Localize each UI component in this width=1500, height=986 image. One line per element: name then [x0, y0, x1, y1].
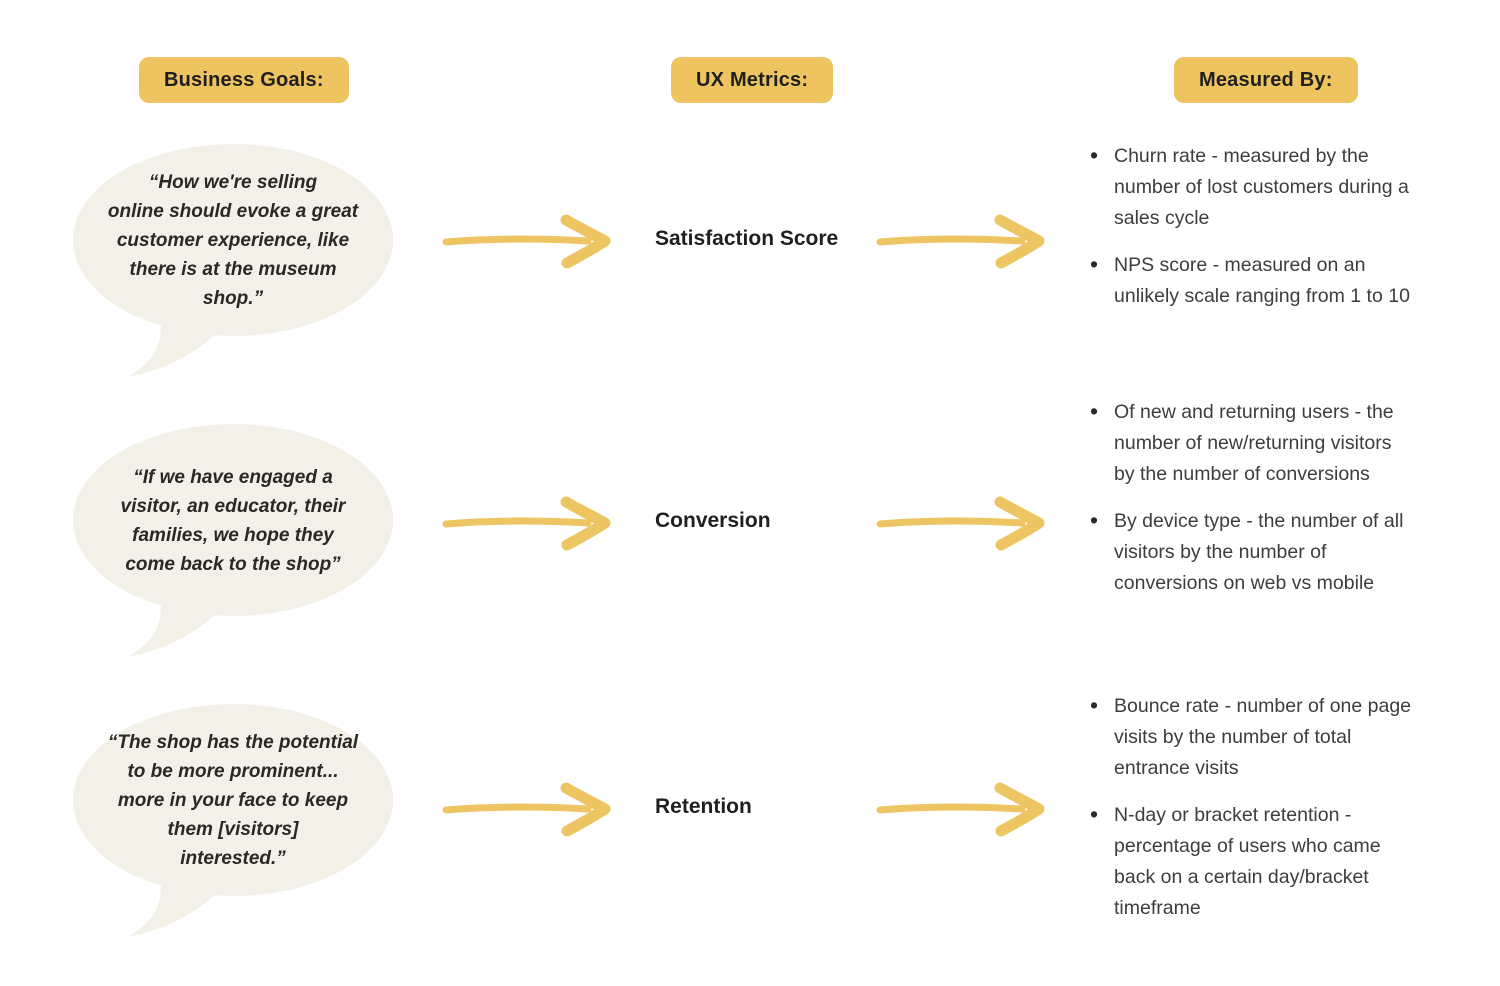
quote-line: come back to the shop”	[125, 553, 341, 575]
speech-bubble-icon	[73, 144, 393, 377]
speech-bubble-retention: “The shop has the potential to be more p…	[70, 703, 396, 943]
arrow-right-icon	[876, 496, 1045, 551]
measure-text: N-day or bracket retention - percentage …	[1114, 804, 1381, 919]
measured-by-list-retention: Bounce rate - number of one page visits …	[1088, 690, 1414, 940]
measure-text: NPS score - measured on an unlikely scal…	[1114, 254, 1410, 307]
metric-label-conversion: Conversion	[655, 509, 771, 532]
measure-text: By device type - the number of all visit…	[1114, 510, 1404, 594]
business-goal-quote: “The shop has the potential to be more p…	[92, 703, 374, 898]
measure-text: Churn rate - measured by the number of l…	[1114, 145, 1409, 229]
quote-line: customer experience, like	[116, 230, 350, 251]
quote-line: there is at the museum	[129, 259, 337, 280]
measure-item: N-day or bracket retention - percentage …	[1088, 799, 1414, 924]
business-goal-quote: “How we're selling online should evoke a…	[92, 143, 374, 338]
speech-bubble-icon	[73, 424, 393, 657]
quote-line: “The shop has the potential	[107, 732, 359, 753]
measured-by-list-satisfaction: Churn rate - measured by the number of l…	[1088, 140, 1414, 328]
column-header-measured-by: Measured By:	[1174, 57, 1358, 103]
metric-label-satisfaction-score: Satisfaction Score	[655, 227, 839, 250]
speech-bubble-satisfaction: “How we're selling online should evoke a…	[70, 143, 396, 383]
speech-bubble-conversion: “If we have engaged a visitor, an educat…	[70, 423, 396, 663]
quote-line: “How we're selling	[148, 172, 318, 193]
quote-line: shop.”	[202, 288, 264, 309]
measure-item: By device type - the number of all visit…	[1088, 505, 1414, 599]
metric-label-retention: Retention	[655, 795, 752, 818]
quote-line: online should evoke a great	[107, 201, 359, 222]
quote-line: interested.”	[180, 848, 286, 869]
quote-line: families, we hope they	[132, 524, 334, 546]
quote-line: “If we have engaged a	[133, 466, 333, 488]
measure-item: Bounce rate - number of one page visits …	[1088, 690, 1414, 784]
measure-text: Bounce rate - number of one page visits …	[1114, 695, 1412, 779]
quote-line: visitor, an educator, their	[120, 495, 346, 517]
measured-by-list-conversion: Of new and returning users - the number …	[1088, 396, 1414, 615]
quote-line: them [visitors]	[167, 819, 299, 840]
measure-item: Churn rate - measured by the number of l…	[1088, 140, 1414, 234]
business-goal-quote: “If we have engaged a visitor, an educat…	[92, 423, 374, 618]
arrow-right-icon	[442, 214, 611, 269]
arrow-right-icon	[442, 782, 611, 837]
arrow-right-icon	[876, 782, 1045, 837]
column-header-ux-metrics: UX Metrics:	[671, 57, 834, 103]
quote-line: more in your face to keep	[117, 790, 349, 811]
measure-text: Of new and returning users - the number …	[1114, 401, 1394, 485]
arrow-right-icon	[442, 496, 611, 551]
quote-line: to be more prominent...	[127, 761, 339, 782]
speech-bubble-icon	[73, 704, 393, 937]
column-header-business-goals: Business Goals:	[139, 57, 349, 103]
measure-item: Of new and returning users - the number …	[1088, 396, 1414, 490]
measure-item: NPS score - measured on an unlikely scal…	[1088, 249, 1414, 312]
arrow-right-icon	[876, 214, 1045, 269]
